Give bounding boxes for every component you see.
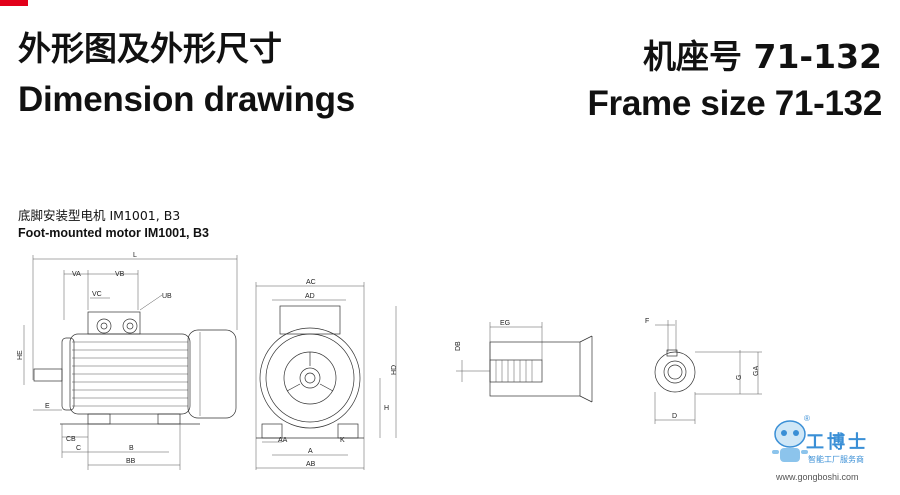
label-A: A bbox=[308, 448, 313, 455]
label-F: F bbox=[645, 318, 649, 325]
label-VC: VC bbox=[92, 291, 102, 298]
frame-size-english: Frame size 71-132 bbox=[587, 84, 882, 123]
label-B: B bbox=[129, 445, 134, 452]
label-D: D bbox=[672, 413, 677, 420]
label-K: K bbox=[340, 437, 345, 444]
label-GA: GA bbox=[753, 366, 760, 376]
label-AA: AA bbox=[278, 437, 288, 444]
subtitle-chinese: 底脚安装型电机 IM1001, B3 bbox=[18, 208, 181, 223]
side-view-drawing: L VA VB VC UB HE bbox=[17, 252, 238, 470]
shaft-side-detail: EG DB bbox=[455, 320, 593, 403]
label-BB: BB bbox=[126, 458, 136, 465]
frame-size-chinese: 机座号 71-132 bbox=[643, 37, 882, 76]
registered-mark: ® bbox=[804, 414, 810, 423]
watermark-logo: 工博士 智能工厂服务商 www.gongboshi.com ® bbox=[768, 412, 888, 490]
shaft-end-detail: F G GA D bbox=[645, 318, 762, 424]
title-english: Dimension drawings bbox=[18, 80, 355, 119]
label-VA: VA bbox=[72, 271, 81, 278]
subtitle-english: Foot-mounted motor IM1001, B3 bbox=[18, 226, 209, 240]
label-HE: HE bbox=[17, 350, 24, 360]
label-AD: AD bbox=[305, 293, 315, 300]
label-AB: AB bbox=[306, 461, 316, 468]
label-G: G bbox=[736, 375, 743, 380]
label-EG: EG bbox=[500, 320, 510, 327]
title-chinese: 外形图及外形尺寸 bbox=[18, 29, 282, 68]
label-HD: HD bbox=[391, 365, 398, 375]
watermark-name: 工博士 bbox=[806, 432, 869, 453]
label-DB: DB bbox=[455, 341, 462, 351]
brand-red-mark bbox=[0, 0, 28, 6]
label-C: C bbox=[76, 445, 81, 452]
label-AC: AC bbox=[306, 279, 316, 286]
label-UB: UB bbox=[162, 293, 172, 300]
watermark-url: www.gongboshi.com bbox=[776, 472, 859, 482]
label-VB: VB bbox=[115, 271, 125, 278]
robot-mascot-icon bbox=[772, 420, 808, 462]
label-L: L bbox=[133, 252, 137, 259]
front-view-drawing: AC AD HD H AA K A AB bbox=[255, 279, 398, 470]
label-CB: CB bbox=[66, 436, 76, 443]
watermark-tagline: 智能工厂服务商 bbox=[808, 455, 864, 464]
label-H: H bbox=[384, 405, 389, 412]
label-E: E bbox=[45, 403, 50, 410]
